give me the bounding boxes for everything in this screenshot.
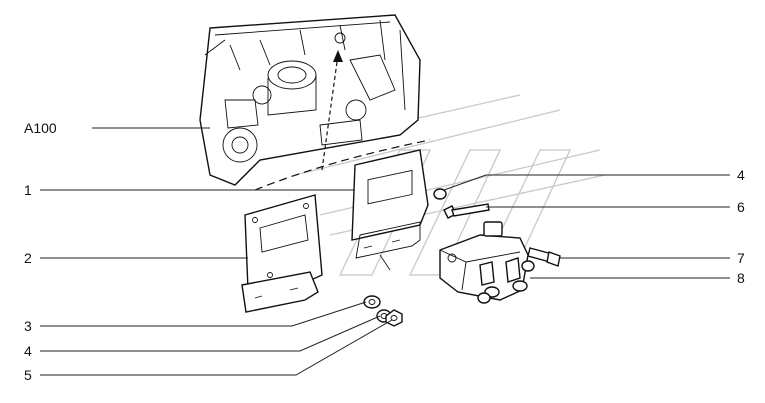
gasket-icon <box>351 149 429 271</box>
nut-icon-2 <box>385 309 403 327</box>
label-4-left: 4 <box>24 343 32 359</box>
sensor-housing-icon <box>439 221 535 304</box>
right-washer-icon <box>433 188 447 200</box>
assembly-arrow <box>254 50 431 191</box>
engine-block-icon <box>199 14 421 186</box>
bolt-icon <box>443 203 490 219</box>
label-8: 8 <box>737 270 745 286</box>
long-bolt-icon <box>527 247 561 267</box>
label-a100: A100 <box>24 120 57 136</box>
mounting-plate-icon <box>241 194 323 313</box>
label-2: 2 <box>24 250 32 266</box>
label-3: 3 <box>24 318 32 334</box>
label-4-right: 4 <box>737 167 745 183</box>
label-1: 1 <box>24 182 32 198</box>
label-7: 7 <box>737 250 745 266</box>
washer-icon <box>363 295 381 309</box>
label-5: 5 <box>24 367 32 383</box>
leader-lines <box>40 127 730 376</box>
label-6: 6 <box>737 199 745 215</box>
